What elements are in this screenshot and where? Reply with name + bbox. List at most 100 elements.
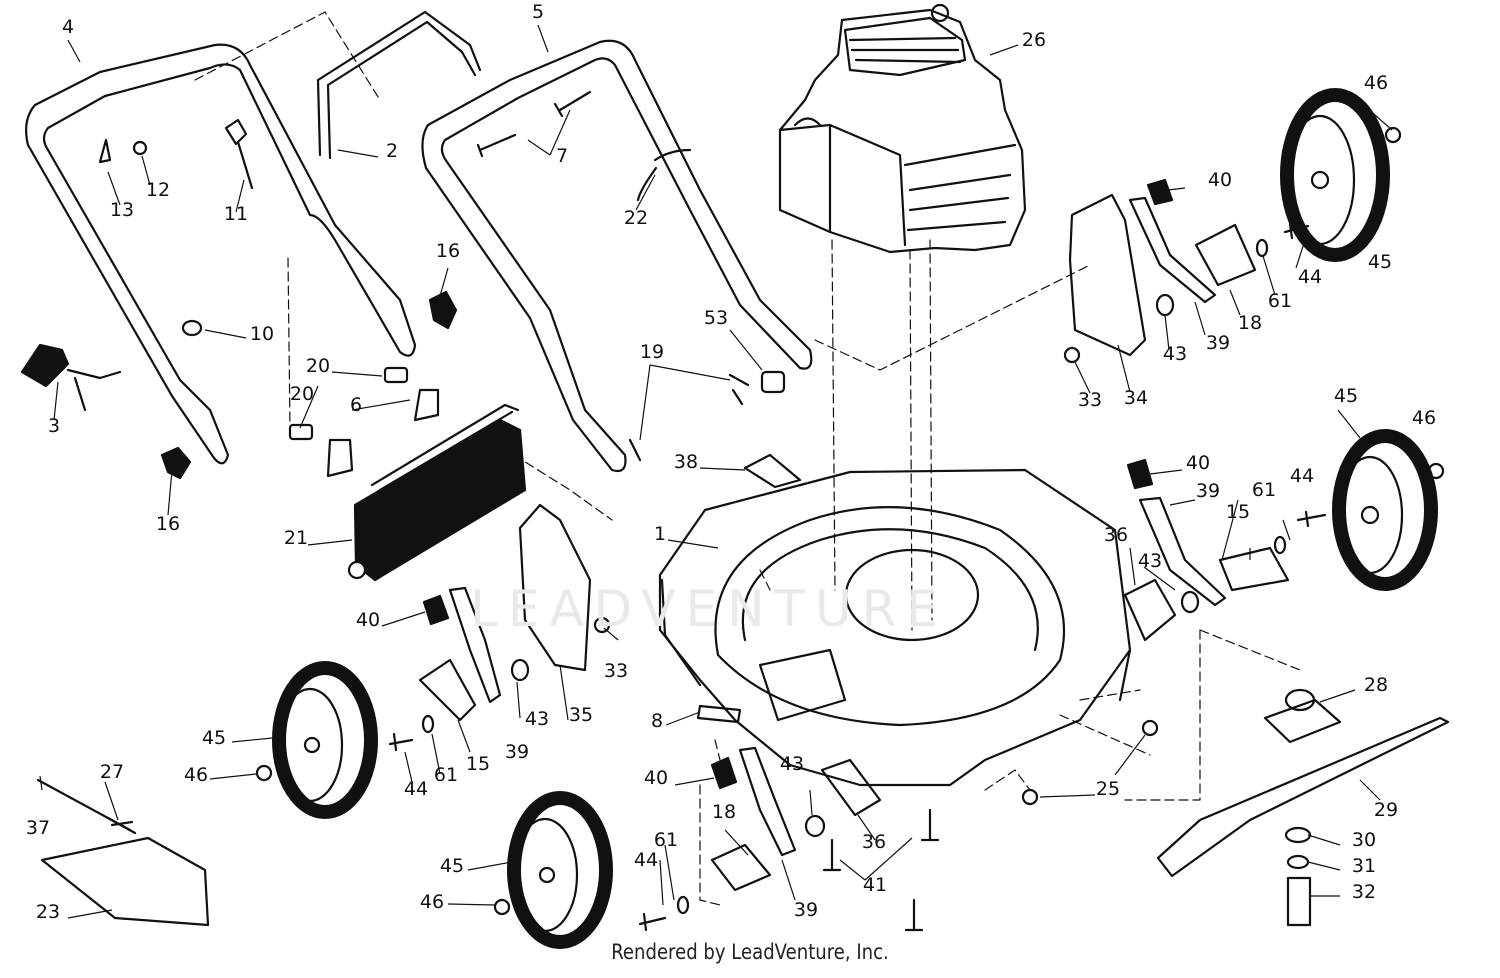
mower-deck (658, 468, 1132, 787)
callout-label: 33 (604, 660, 628, 682)
callout-label: 2 (386, 140, 398, 162)
callout-label: 23 (36, 901, 60, 923)
callout-label: 61 (1252, 479, 1276, 501)
callout-label: 33 (1078, 389, 1102, 411)
cable-tie (636, 148, 692, 202)
height-adjuster-plates (518, 193, 1177, 817)
callout-label: 35 (569, 704, 593, 726)
watermark: LEADVENTURE (470, 580, 948, 638)
callout-label: 37 (26, 817, 50, 839)
callout-label: 45 (202, 727, 226, 749)
callout-label: 44 (634, 849, 658, 871)
wheel-front-left (507, 791, 613, 949)
callout-label: 40 (356, 609, 380, 631)
callout-label: 44 (1290, 465, 1314, 487)
control-bail (316, 10, 482, 160)
callout-label: 39 (1196, 480, 1220, 502)
engine (778, 3, 1027, 254)
callout-label: 41 (863, 874, 887, 896)
callout-label: 15 (1226, 501, 1250, 523)
callout-label: 19 (640, 341, 664, 363)
callout-label: 45 (440, 855, 464, 877)
callout-label: 31 (1352, 855, 1376, 877)
callout-label: 36 (862, 831, 886, 853)
callout-label: 26 (1022, 29, 1046, 51)
handle-bolts (98, 90, 592, 164)
footer-credit: Rendered by LeadVenture, Inc. (611, 940, 889, 964)
deflector-plate (743, 453, 802, 489)
callout-label: 25 (1096, 778, 1120, 800)
callout-label: 61 (654, 829, 678, 851)
callout-label: 46 (1364, 72, 1388, 94)
callout-label: 44 (1298, 266, 1322, 288)
callout-label: 46 (420, 891, 444, 913)
callout-label: 16 (436, 240, 460, 262)
callout-label: 11 (224, 203, 248, 225)
cable-guide (628, 370, 786, 462)
callout-label: 18 (1238, 312, 1262, 334)
callout-label: 3 (48, 415, 60, 437)
callout-label: 43 (780, 753, 804, 775)
callout-label: 39 (1206, 332, 1230, 354)
callout-label: 30 (1352, 829, 1376, 851)
plug (696, 704, 742, 724)
callout-label: 40 (1208, 169, 1232, 191)
callout-label: 34 (1124, 387, 1148, 409)
blade-assembly (1156, 688, 1450, 927)
callout-label: 39 (505, 741, 529, 763)
rear-door (288, 366, 527, 582)
callout-label: 61 (434, 764, 458, 786)
spacers-nuts (255, 126, 1445, 916)
bolts-washers (388, 222, 1327, 932)
callout-label: 36 (1104, 524, 1128, 546)
callout-leaders (39, 24, 1393, 919)
callout-labels: 1234567810111213151516161818192020212223… (26, 1, 1436, 923)
callout-label: 43 (525, 708, 549, 730)
callout-label: 13 (110, 199, 134, 221)
callout-label: 15 (466, 753, 490, 775)
callout-label: 4 (62, 16, 74, 38)
rear-deflector (36, 778, 210, 927)
callout-label: 38 (674, 451, 698, 473)
wheel-front-right (1332, 429, 1438, 591)
height-adjuster-levers (418, 196, 1290, 892)
callout-label: 18 (712, 801, 736, 823)
callout-label: 5 (532, 1, 544, 23)
callout-label: 45 (1368, 251, 1392, 273)
callout-label: 16 (156, 513, 180, 535)
callout-label: 22 (624, 207, 648, 229)
callout-label: 45 (1334, 385, 1358, 407)
callout-label: 27 (100, 761, 124, 783)
callout-label: 29 (1374, 799, 1398, 821)
wheel-rear-right (1280, 88, 1390, 262)
height-knobs (422, 178, 1174, 790)
callout-label: 43 (1163, 343, 1187, 365)
callout-label: 46 (1412, 407, 1436, 429)
callout-label: 43 (1138, 550, 1162, 572)
callout-label: 53 (704, 307, 728, 329)
callout-label: 8 (651, 710, 663, 732)
callout-label: 40 (1186, 452, 1210, 474)
callout-label: 7 (556, 145, 568, 167)
callout-label: 44 (404, 778, 428, 800)
callout-label: 40 (644, 767, 668, 789)
alignment-lines (194, 11, 1301, 906)
callout-label: 6 (350, 394, 362, 416)
callout-label: 39 (794, 899, 818, 921)
handle-knobs (20, 290, 458, 480)
callout-label: 61 (1268, 290, 1292, 312)
lower-handle-right (421, 39, 813, 473)
callout-label: 12 (146, 179, 170, 201)
callout-label: 32 (1352, 881, 1376, 903)
callout-label: 28 (1364, 674, 1388, 696)
callout-label: 1 (654, 523, 666, 545)
callout-label: 46 (184, 764, 208, 786)
upper-handle-left (25, 43, 417, 465)
wheel-rear-left (272, 661, 378, 819)
callout-label: 10 (250, 323, 274, 345)
callout-label: 21 (284, 527, 308, 549)
callout-label: 20 (306, 355, 330, 377)
callout-label: 20 (290, 383, 314, 405)
